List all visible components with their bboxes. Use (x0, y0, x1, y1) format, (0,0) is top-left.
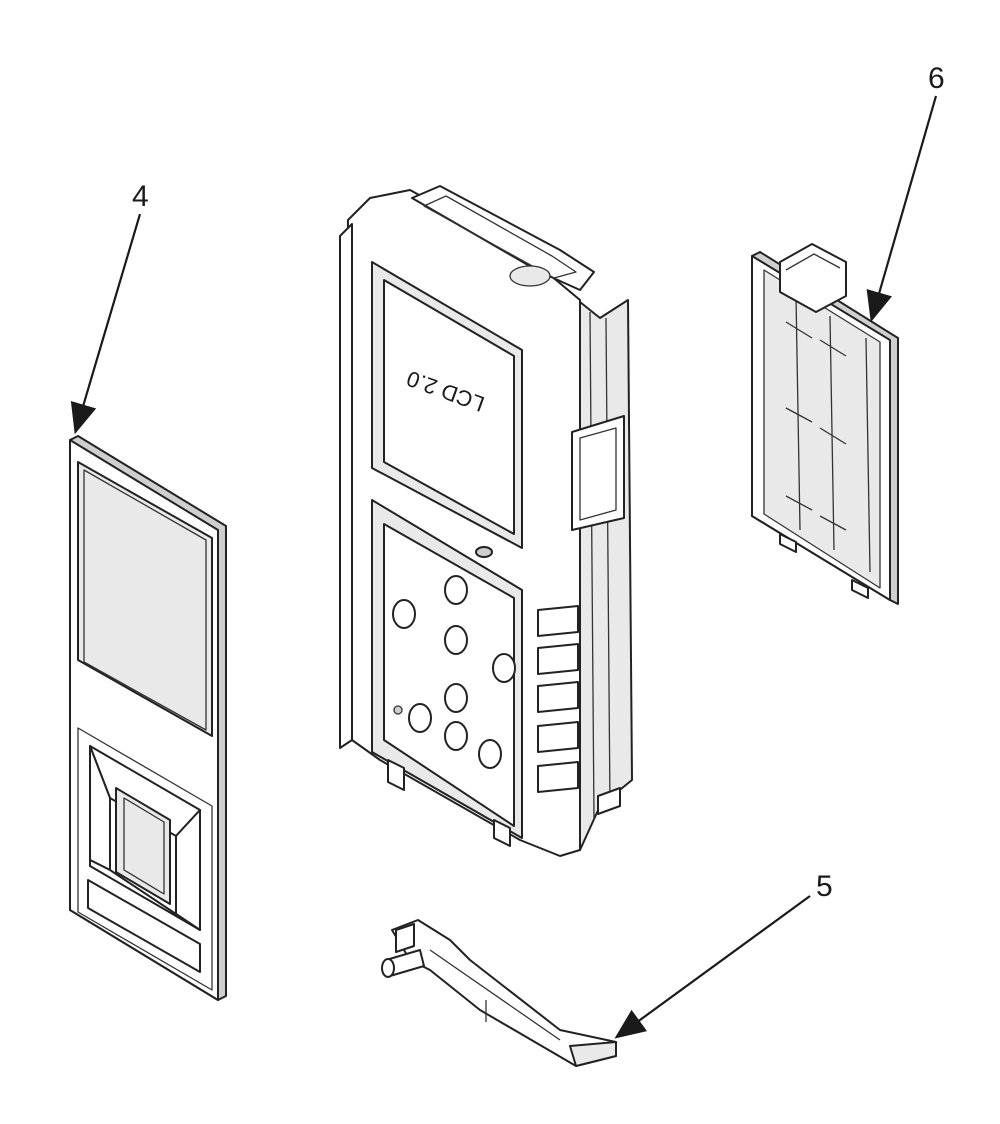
part-4-keypad-overlay (69, 435, 227, 1001)
leader-arrow-5 (614, 895, 811, 1039)
part-5-latch-lever (381, 919, 617, 1067)
callout-5: 5 (816, 870, 833, 903)
instrument-housing: LCD 2.0 (339, 185, 633, 857)
callout-6: 6 (928, 62, 945, 95)
leader-arrow-4 (70, 213, 142, 435)
part-6-battery-cover (751, 243, 899, 605)
callout-4: 4 (132, 180, 149, 213)
leader-arrow-6 (866, 95, 938, 323)
